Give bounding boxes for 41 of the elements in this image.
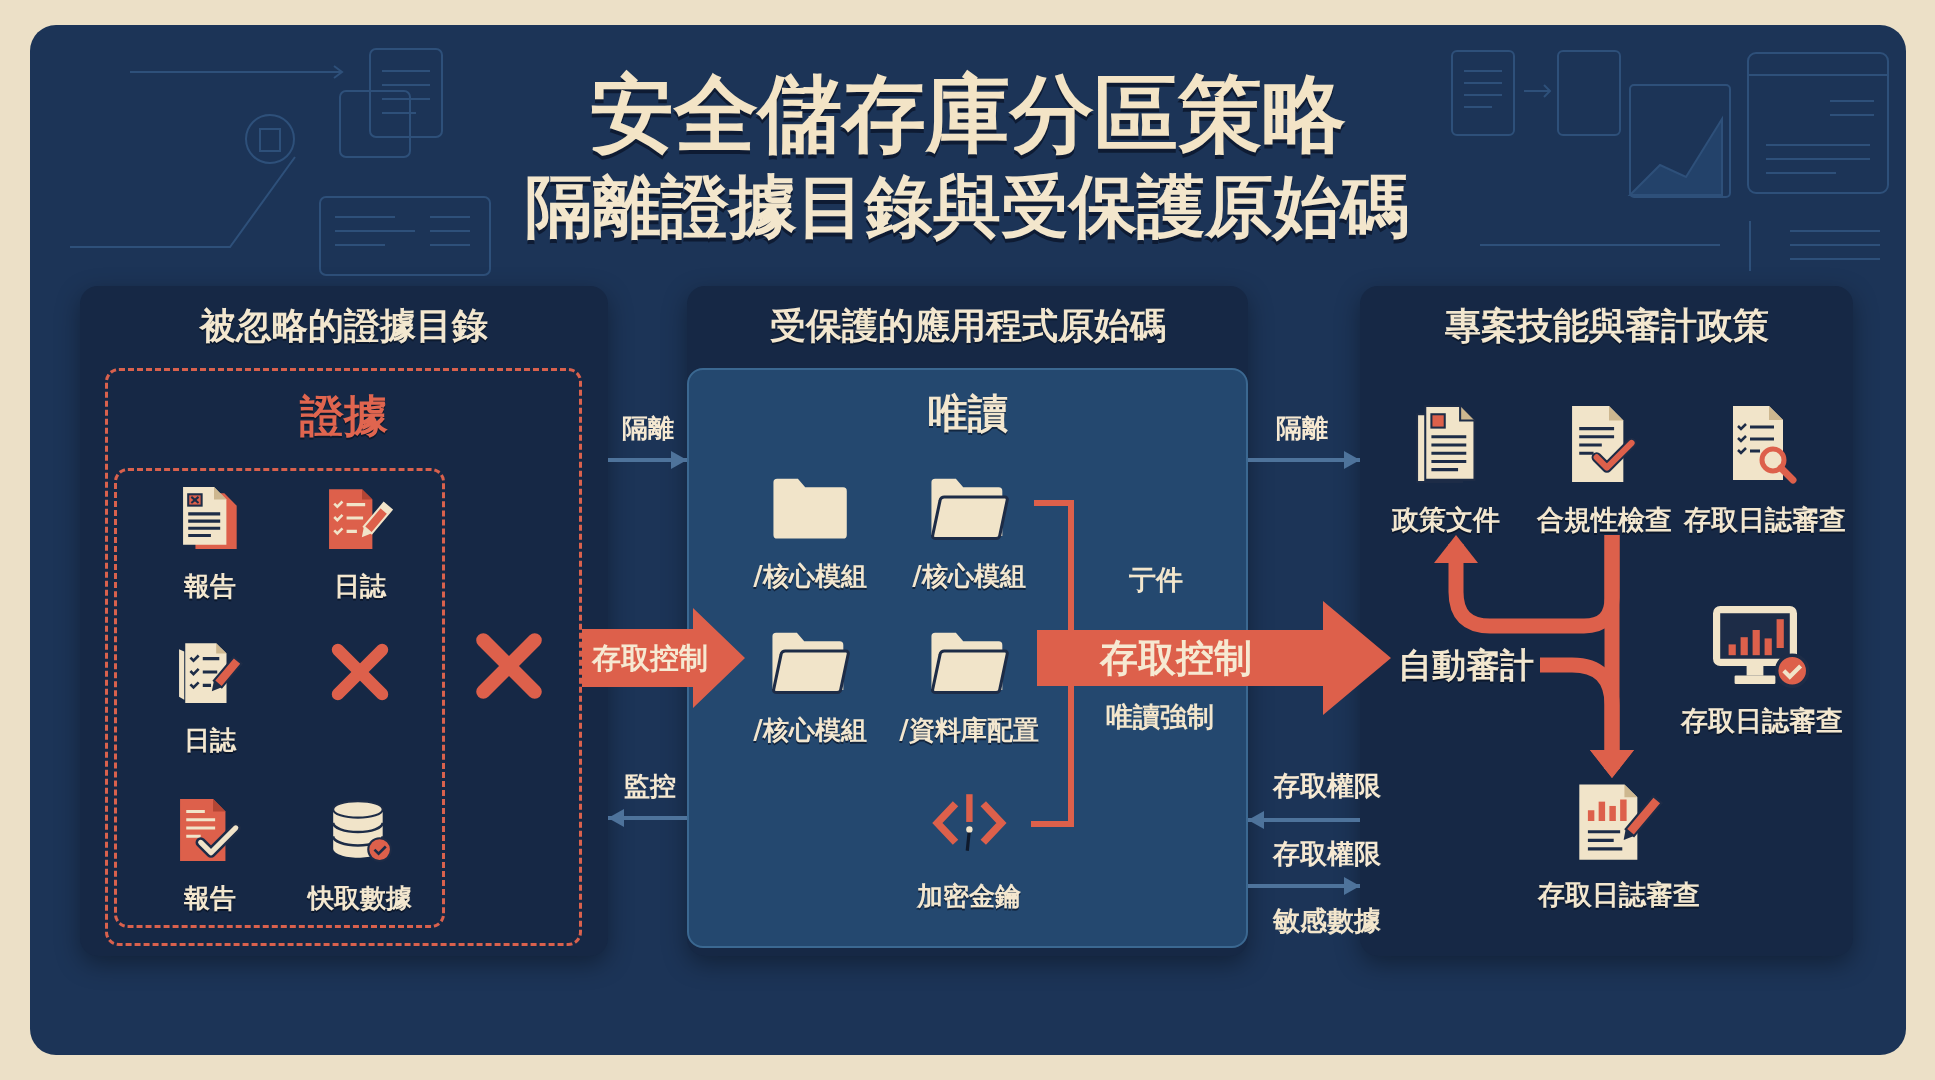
icon-label: /核心模組 — [753, 561, 867, 591]
icon-label: 存取日誌審查 — [1681, 706, 1843, 736]
edge-label: 存取權限 — [1273, 770, 1381, 802]
edge-label: 隔離 — [622, 412, 674, 444]
icon-label: 存取日誌審查 — [1538, 880, 1700, 910]
dashed-frame — [114, 468, 445, 928]
edge-label: 存取控制 — [592, 641, 708, 675]
dashed-frame — [105, 368, 582, 946]
panel-heading: 受保護的應用程式原始碼 — [769, 304, 1166, 348]
flow-label: 自動審計 — [1392, 644, 1540, 686]
icon-label: 政策文件 — [1392, 505, 1500, 535]
icon-label: 日誌 — [184, 725, 236, 755]
arrow — [1248, 877, 1360, 895]
annotation-text: 敏感數據 — [1273, 905, 1381, 937]
panel-heading: 專案技能與審計政策 — [1444, 304, 1769, 348]
subtitle: 隔離證據目錄與受保護原始碼 — [525, 169, 1409, 245]
arrow — [608, 451, 687, 469]
panel-heading: 被忽略的證據目錄 — [200, 304, 488, 348]
title: 安全儲存庫分區策略 — [589, 68, 1346, 160]
edge-label: 監控 — [624, 770, 676, 802]
section-heading: 唯讀 — [927, 389, 1008, 437]
group-heading: 證據 — [299, 390, 388, 442]
edge-label: 存取權限 — [1273, 838, 1381, 870]
annotation-text: 唯讀強制 — [1106, 701, 1214, 733]
arrow — [1540, 657, 1634, 778]
edge-label: 隔離 — [1276, 412, 1328, 444]
icon-label: 合規性檢查 — [1536, 505, 1672, 535]
arrow — [608, 809, 687, 827]
icon-label: 日誌 — [334, 571, 386, 601]
icon-label: 報告 — [184, 883, 236, 913]
arrow — [1248, 451, 1360, 469]
icon-label: 存取日誌審查 — [1684, 505, 1846, 535]
icon-label: /核心模組 — [753, 715, 867, 745]
icon-label: /資料庫配置 — [899, 715, 1039, 745]
icon-label: 加密金鑰 — [917, 881, 1021, 911]
arrow — [1248, 811, 1360, 829]
icon-label: 報告 — [184, 571, 236, 601]
annotation-text: 亍件 — [1129, 564, 1183, 596]
icon-label: /核心模組 — [912, 561, 1026, 591]
icon-label: 快取數據 — [308, 883, 412, 913]
edge-label: 存取控制 — [1100, 636, 1252, 680]
